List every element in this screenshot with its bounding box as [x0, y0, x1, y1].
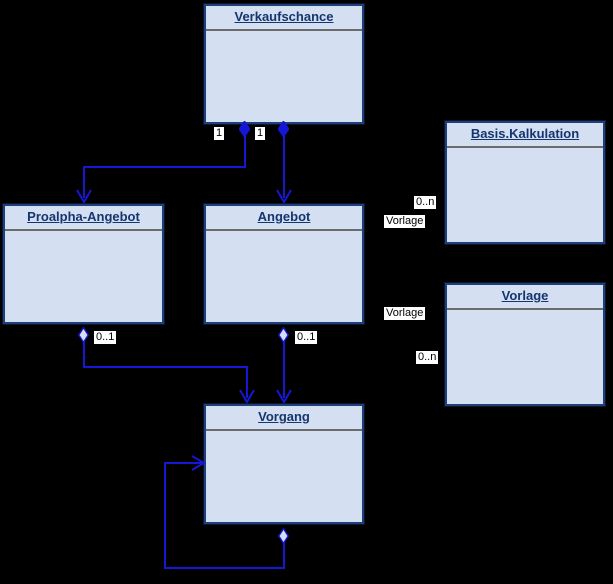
aggregation-diamond-vorgang-self [278, 528, 289, 544]
role-label-vorlage-vorlage: Vorlage [384, 307, 426, 320]
multiplicity-angebot-vorgang: 0..1 [295, 331, 318, 344]
edge-vorgang-self-segment-down [283, 541, 285, 568]
multiplicity-verkaufschance-right: 1 [255, 127, 266, 140]
edge-vorgang-self-segment-into [164, 462, 204, 464]
edge-angebot-vorgang-segment [283, 340, 285, 398]
arrowhead-angebot [275, 186, 293, 204]
arrowhead-vorgang-from-angebot [275, 386, 293, 404]
multiplicity-basis-kalkulation-vorlage: 0..n [414, 196, 437, 209]
class-title-proalpha-angebot: Proalpha-Angebot [5, 206, 162, 231]
edge-proalpha-vorgang-segment-into [246, 366, 248, 398]
role-label-basis-kalkulation-vorlage: Vorlage [384, 215, 426, 228]
edge-verkaufschance-angebot-segment [283, 128, 285, 198]
multiplicity-proalpha-vorgang: 0..1 [94, 331, 117, 344]
class-box-vorgang[interactable]: Vorgang [204, 404, 364, 524]
composition-diamond-verkaufschance-proalpha [239, 121, 250, 137]
class-title-vorgang: Vorgang [206, 406, 362, 431]
class-title-angebot: Angebot [206, 206, 362, 231]
edge-verkaufschance-proalpha-segment-down [244, 128, 246, 168]
class-box-basis-kalkulation[interactable]: Basis.Kalkulation [445, 121, 605, 244]
class-box-vorlage[interactable]: Vorlage [445, 283, 605, 406]
composition-diamond-verkaufschance-angebot [278, 121, 289, 137]
edge-verkaufschance-proalpha-segment-left [83, 166, 246, 168]
class-box-verkaufschance[interactable]: Verkaufschance [204, 4, 364, 124]
arrowhead-vorgang-self [188, 454, 206, 472]
edge-proalpha-vorgang-segment-down [83, 340, 85, 367]
edge-proalpha-vorgang-segment-right [83, 366, 248, 368]
class-title-vorlage: Vorlage [447, 285, 603, 310]
edge-vorgang-self-segment-left [164, 567, 285, 569]
class-box-proalpha-angebot[interactable]: Proalpha-Angebot [3, 204, 164, 324]
class-title-basis-kalkulation: Basis.Kalkulation [447, 123, 603, 148]
edge-verkaufschance-proalpha-segment-into [83, 166, 85, 198]
multiplicity-vorlage-vorlage: 0..n [416, 351, 439, 364]
multiplicity-verkaufschance-left: 1 [214, 127, 225, 140]
arrowhead-vorgang-from-proalpha [238, 386, 256, 404]
arrowhead-proalpha-angebot [75, 186, 93, 204]
aggregation-diamond-angebot-vorgang [278, 327, 289, 343]
edge-vorgang-self-segment-up [164, 462, 166, 569]
class-box-angebot[interactable]: Angebot [204, 204, 364, 324]
class-title-verkaufschance: Verkaufschance [206, 6, 362, 31]
aggregation-diamond-proalpha-vorgang [78, 327, 89, 343]
